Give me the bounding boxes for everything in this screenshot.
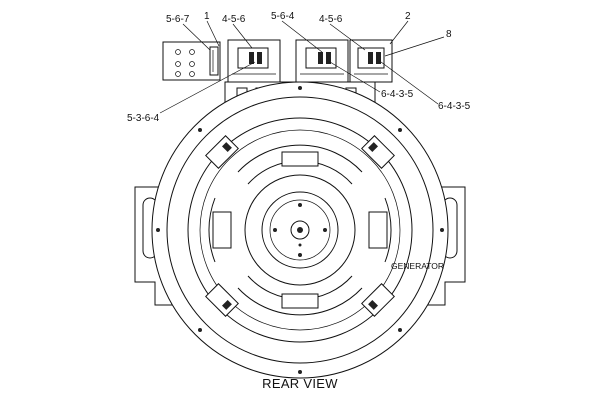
callout-4-5-6-right: 4-5-6 (319, 14, 343, 25)
callout-4-5-6-left: 4-5-6 (222, 14, 246, 25)
left-plate (162, 41, 221, 81)
leader-lines (159, 20, 445, 114)
callout-2: 2 (405, 11, 411, 22)
stator-segments (208, 144, 392, 316)
callout-5-6-4: 5-6-4 (271, 11, 295, 22)
rotor-hub (244, 174, 356, 286)
generator-label: GENERATOR (391, 261, 444, 271)
bracket-module-3 (349, 39, 393, 83)
callout-labels: 5-6-7 1 4-5-6 5-6-4 4-5-6 2 8 5-3-6-4 6-… (127, 11, 471, 124)
view-caption: REAR VIEW (262, 376, 338, 391)
callout-8: 8 (446, 29, 452, 40)
diagonal-clamps (205, 135, 395, 317)
rim-bolts (156, 86, 444, 374)
bracket-module-2 (295, 39, 349, 83)
callout-5-6-7: 5-6-7 (166, 14, 190, 25)
callout-5-3-6-4: 5-3-6-4 (127, 113, 160, 124)
callout-6-4-3-5-a: 6-4-3-5 (381, 89, 414, 100)
bracket-module-1 (227, 39, 281, 83)
callout-6-4-3-5-b: 6-4-3-5 (438, 101, 471, 112)
callout-1: 1 (204, 11, 210, 22)
